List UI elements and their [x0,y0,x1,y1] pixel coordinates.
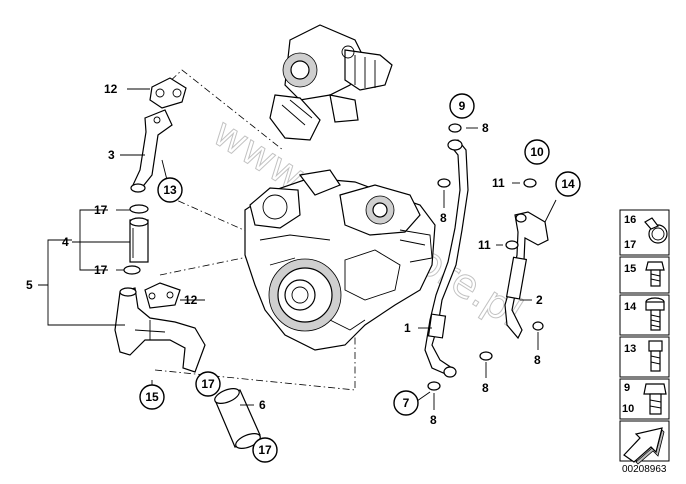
label-11-top: 11 [492,176,505,190]
washer-11-top [523,178,537,188]
sealing-ring-upper [129,204,149,214]
svg-text:17: 17 [201,377,215,391]
washer-8-lower [479,351,493,361]
sealing-ring-lower [123,265,141,275]
side-panel: 16 17 15 14 13 9 10 [619,209,670,462]
hose-clamp-icon [644,217,668,244]
side-label-17: 17 [624,239,636,251]
stud-bolt-icon [645,297,665,331]
label-17-lower: 17 [94,263,108,277]
label-8-bottom: 8 [430,413,437,427]
callout-7: 7 [393,390,419,416]
label-6: 6 [259,398,266,412]
callout-17-upper: 17 [195,371,221,397]
label-3: 3 [108,148,115,162]
side-label-16: 16 [624,214,636,226]
label-4: 4 [62,235,69,249]
leader-lines [38,88,557,410]
label-8-right: 8 [534,353,541,367]
side-label-14: 14 [624,301,637,313]
washer-11-bottom [505,240,519,250]
label-8-mid: 8 [440,211,447,225]
label-12-top: 12 [104,82,118,96]
drawing-number: 00208963 [622,464,667,475]
oil-return-pipe-lower [114,282,206,373]
washer-8-bottom [427,381,441,391]
hollow-bolt-icon [643,383,667,415]
hose-sleeve [214,388,261,449]
socket-screw-icon [648,340,663,372]
washer-8-right [532,321,544,331]
label-5: 5 [26,278,33,292]
washer-8-mid [437,178,451,188]
label-8-lower: 8 [482,381,489,395]
label-12-lower: 12 [184,293,198,307]
label-11-bottom: 11 [478,238,491,252]
svg-text:13: 13 [163,183,177,197]
callout-13: 13 [157,177,183,203]
turbocharger-small-view [269,24,393,141]
oil-feed-line-2 [504,211,549,340]
oil-feed-line-1 [424,139,469,378]
side-label-10: 10 [622,403,634,415]
svg-text:14: 14 [561,177,575,191]
svg-text:17: 17 [258,443,272,457]
svg-text:15: 15 [145,390,159,404]
svg-text:7: 7 [403,396,410,410]
svg-text:9: 9 [459,99,466,113]
label-1: 1 [404,321,411,335]
side-label-9: 9 [624,382,630,394]
arrow-shape [623,427,663,463]
side-label-13: 13 [624,343,636,355]
gasket-top-left [149,77,187,109]
leader-dashdot-top [149,69,356,391]
side-label-15: 15 [624,263,636,275]
turbocharger-main-body [244,169,436,351]
washer-8-top [448,123,462,133]
callout-9: 9 [449,93,475,119]
svg-text:10: 10 [530,145,544,159]
label-17-upper: 17 [94,203,108,217]
arrow-icon [619,420,670,465]
callout-14: 14 [555,171,581,197]
oil-pipe-sleeve [129,217,149,263]
label-2: 2 [536,293,543,307]
oil-return-pipe-upper [130,109,173,193]
label-8-top: 8 [482,121,489,135]
callout-17-lower: 17 [252,437,278,463]
bolt-icon [645,261,665,287]
callout-10: 10 [524,139,550,165]
callout-15: 15 [139,384,165,410]
